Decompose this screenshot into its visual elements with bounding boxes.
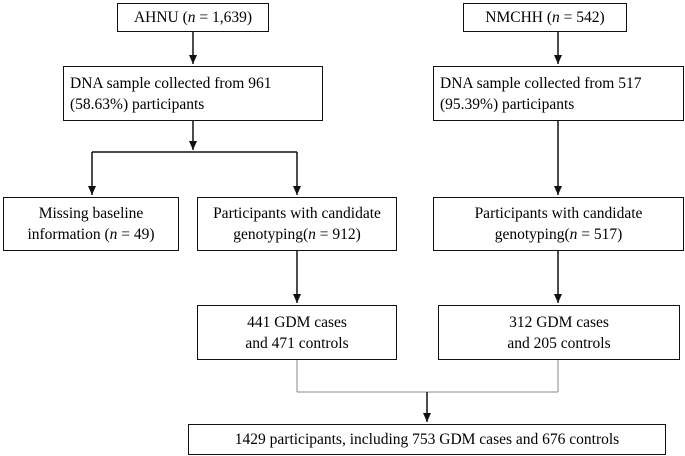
box-missing-baseline: Missing baseline information (n = 49) — [3, 197, 179, 251]
dna-nmchh-line1: DNA sample collected from 517 — [440, 74, 642, 92]
total-label: 1429 participants, including 753 GDM cas… — [234, 431, 620, 448]
box-genotyping-nmchh: Participants with candidate genotyping(n… — [433, 197, 684, 251]
dna-ahnu-line1: DNA sample collected from 961 — [70, 74, 272, 92]
missing-line2: information (n = 49) — [27, 226, 155, 243]
box-dna-ahnu: DNA sample collected from 961 (58.63%) p… — [63, 66, 323, 121]
box-nmchh: NMCHH (n = 542) — [463, 3, 627, 32]
cases-nmchh-line2: and 205 controls — [507, 334, 611, 352]
ahnu-label: AHNU (n = 1,639) — [133, 9, 253, 26]
box-cases-nmchh: 312 GDM cases and 205 controls — [438, 305, 680, 360]
dna-nmchh-line2: (95.39%) participants — [440, 95, 575, 113]
box-cases-ahnu: 441 GDM cases and 471 controls — [197, 305, 397, 360]
cases-nmchh-line1: 312 GDM cases — [509, 313, 609, 331]
dna-ahnu-line2: (58.63%) participants — [70, 95, 205, 113]
box-dna-nmchh: DNA sample collected from 517 (95.39%) p… — [433, 66, 684, 121]
cases-ahnu-line1: 441 GDM cases — [247, 313, 347, 331]
nmchh-label: NMCHH (n = 542) — [485, 9, 605, 26]
missing-line1: Missing baseline — [38, 205, 144, 222]
box-total-participants: 1429 participants, including 753 GDM cas… — [188, 424, 666, 455]
box-ahnu: AHNU (n = 1,639) — [117, 3, 269, 32]
geno-ahnu-line2: genotyping(n = 912) — [233, 226, 361, 243]
box-genotyping-ahnu: Participants with candidate genotyping(n… — [197, 197, 397, 251]
geno-ahnu-line1: Participants with candidate — [213, 205, 381, 222]
geno-nmchh-line1: Participants with candidate — [474, 205, 643, 222]
cases-ahnu-line2: and 471 controls — [245, 334, 349, 352]
geno-nmchh-line2: genotyping(n = 517) — [494, 226, 623, 243]
